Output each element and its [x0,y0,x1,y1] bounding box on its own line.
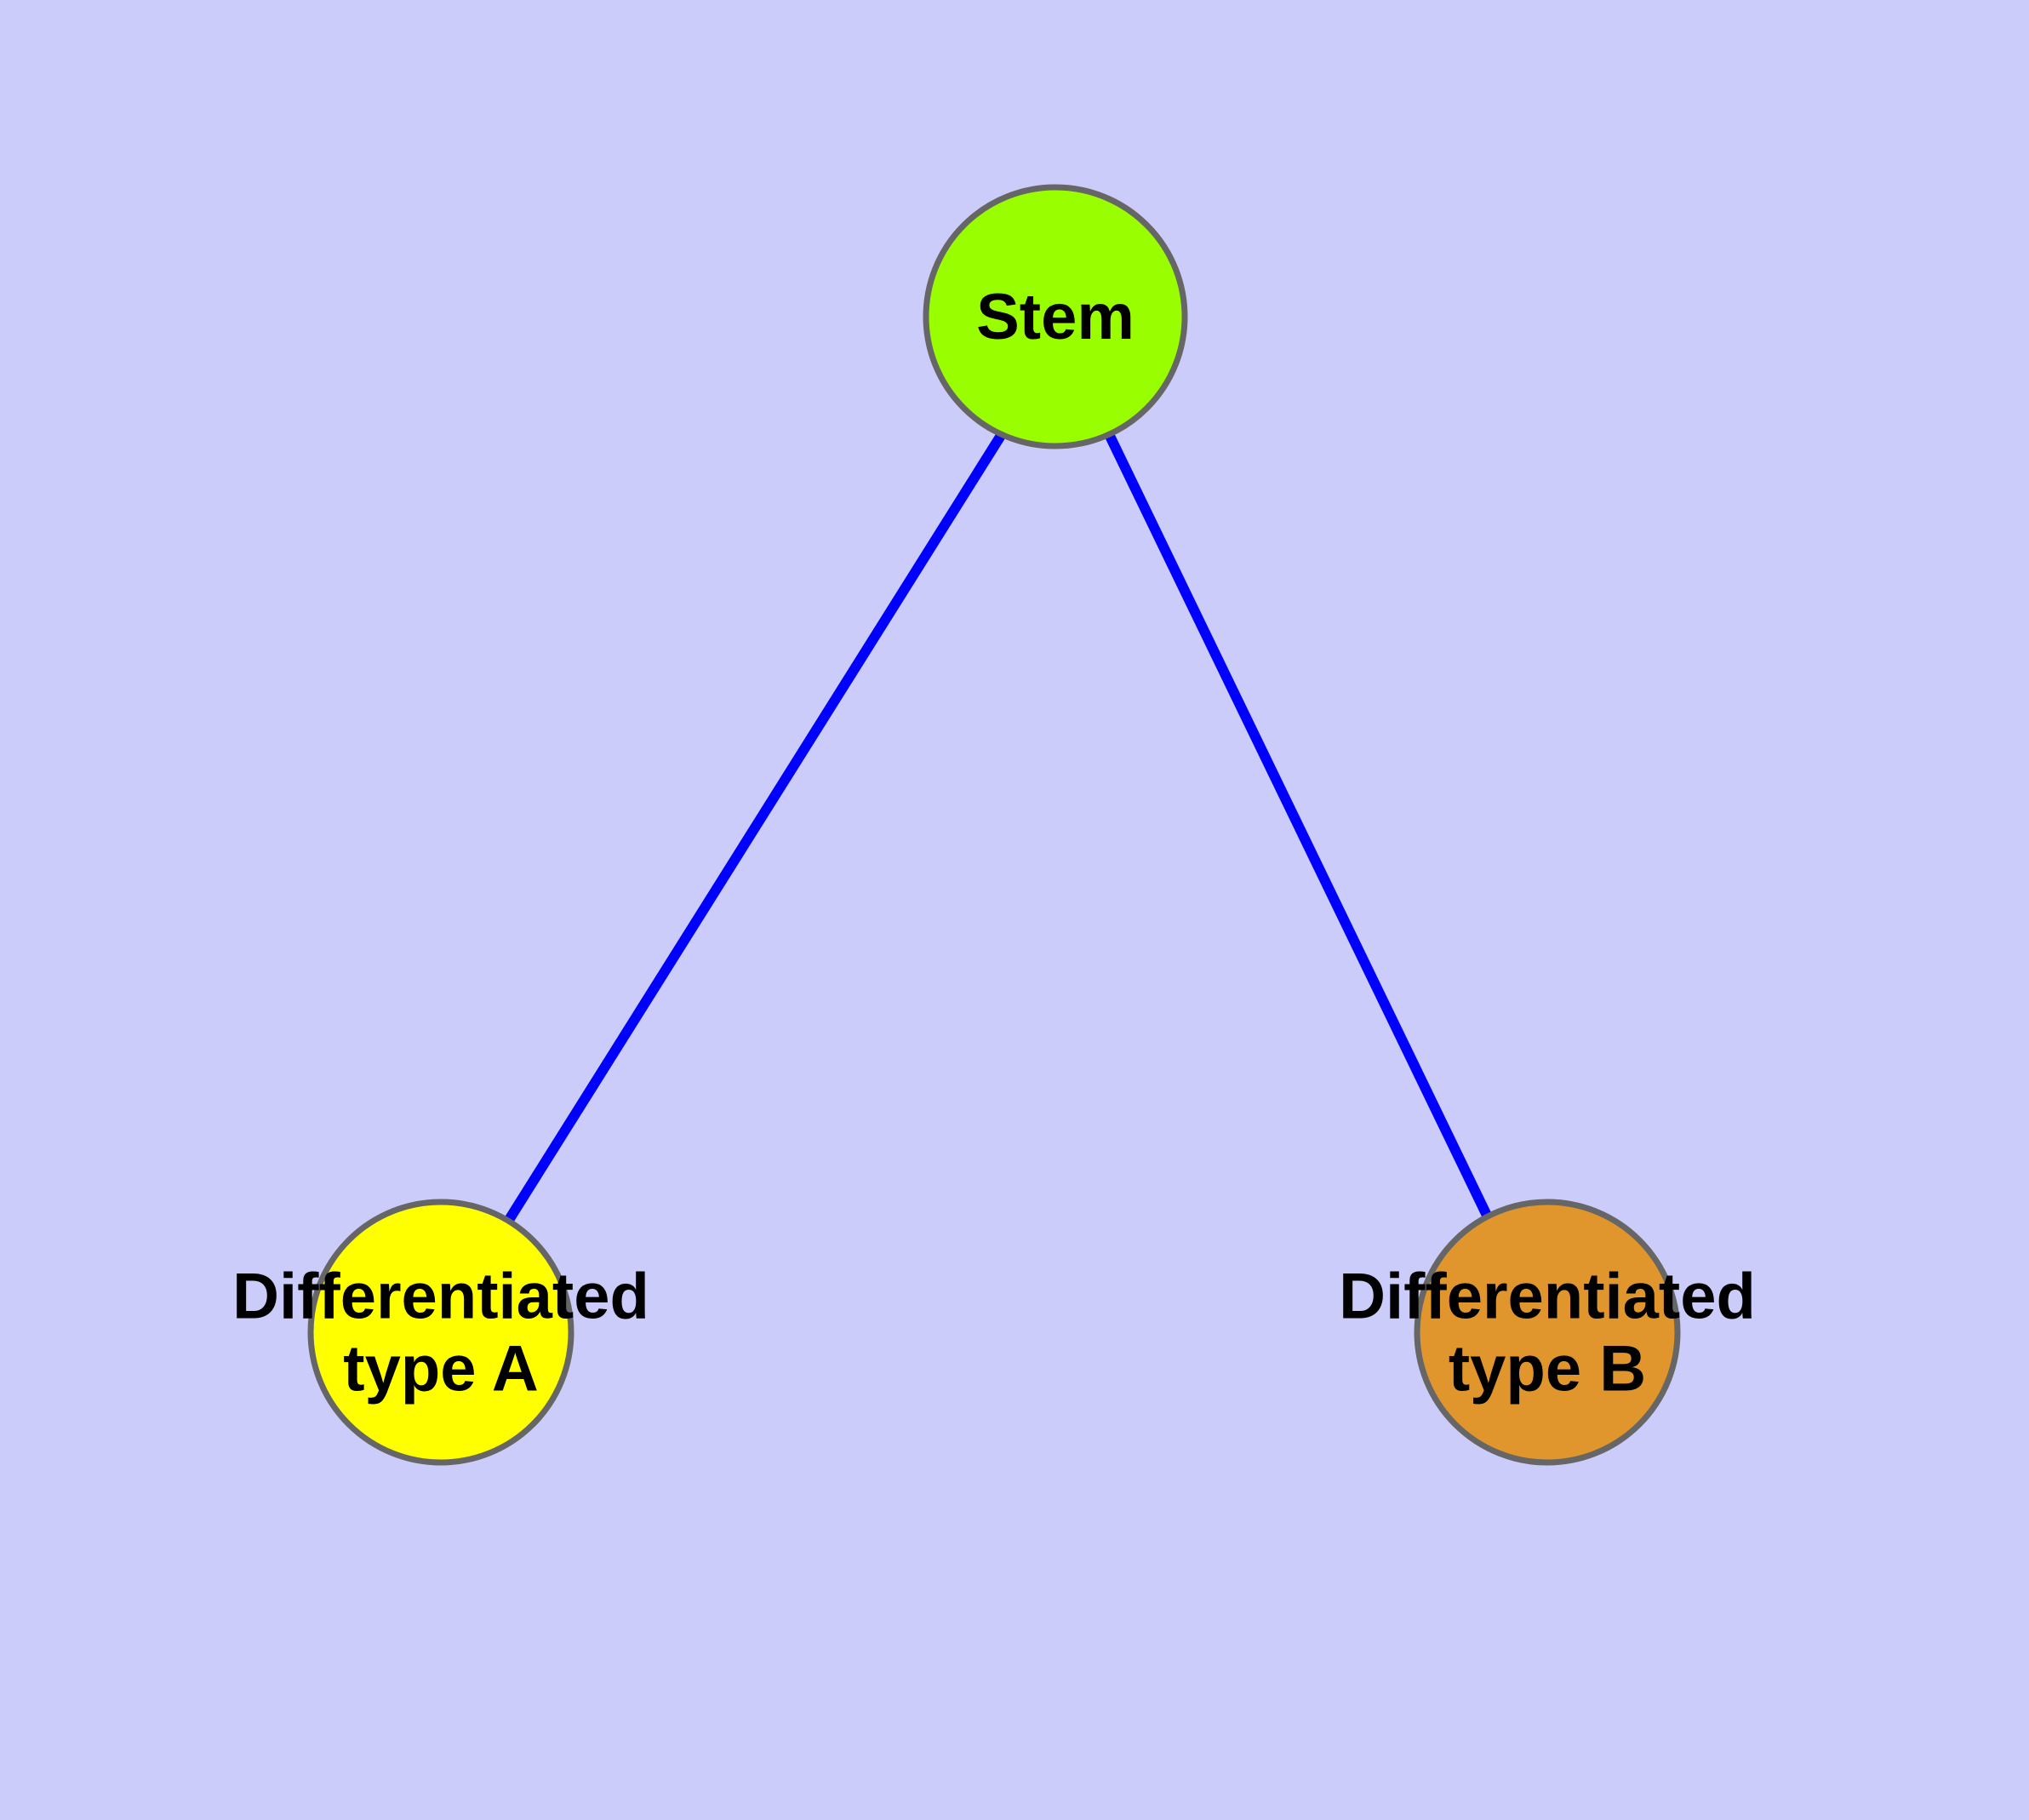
graph-node-label-line: type A [343,1332,538,1405]
graph-node-diff_a[interactable] [307,1199,574,1466]
graph-node-stem[interactable] [923,184,1188,449]
graph-node-label-stem: Stem [976,281,1135,353]
edges-layer [504,430,1495,1225]
graph-node-label-line: Differentiated [1339,1260,1756,1332]
graph-node-label-line: Differentiated [232,1260,649,1332]
graph-node-label-line: Stem [976,281,1135,353]
graph-node-label-line: type B [1449,1332,1646,1405]
nodes-layer [307,184,1681,1466]
graph-edge-stem-to-diff-b [1103,430,1495,1225]
graph-edge-stem-to-diff-a [504,431,1007,1223]
graph-node-diff_b[interactable] [1414,1199,1681,1466]
